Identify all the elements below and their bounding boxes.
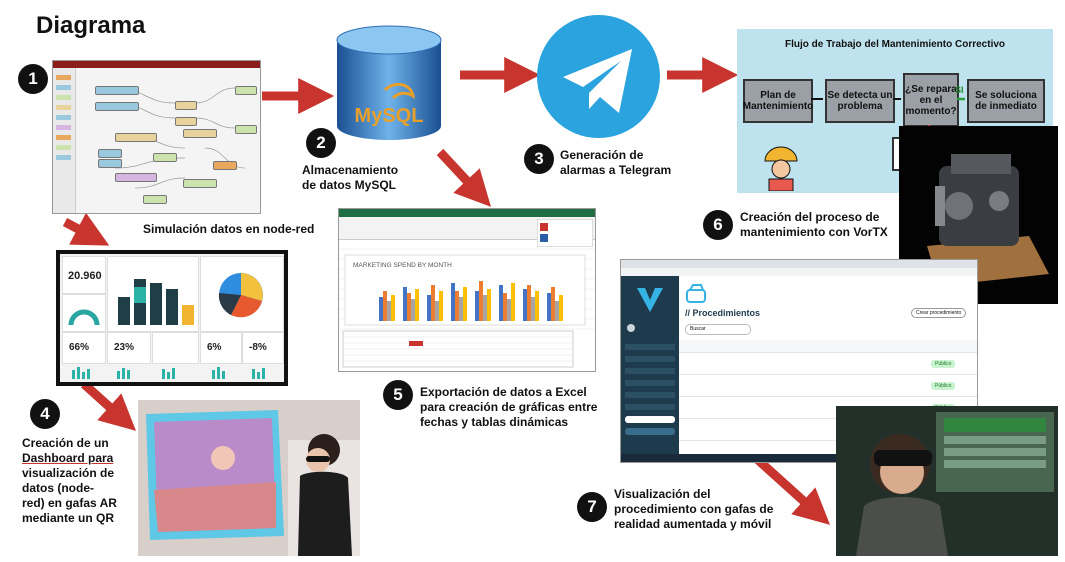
flow-title: Flujo de Trabajo del Mantenimiento Corre… — [784, 39, 1006, 50]
flow-box-solve: Se soluciona de inmediato — [967, 79, 1045, 123]
hololens-photo — [836, 406, 1058, 556]
flow-box-detect: Se detecta un problema — [825, 79, 895, 123]
step-3-marker: 3 — [524, 144, 554, 174]
mysql-logo-text: MySQL — [355, 105, 424, 127]
flow-box-decision: ¿Se repara en el momento? — [903, 73, 959, 127]
ar-headset-photo — [138, 400, 360, 556]
dashboard-screenshot: 20.960 66% 23% 6% -8% — [56, 250, 288, 386]
engine-photo — [899, 126, 1058, 304]
step-5-marker: 5 — [383, 380, 413, 410]
excel-screenshot: MARKETING SPEND BY MONTH — [338, 208, 596, 372]
step-1-caption: Simulación datos en node-red — [143, 222, 315, 236]
vortx-search-input[interactable]: Buscar — [685, 324, 751, 335]
excel-chart-title: MARKETING SPEND BY MONTH — [353, 262, 452, 269]
vortx-screenshot: // Procedimientos Crear procedimiento Bu… — [620, 259, 978, 463]
mysql-database-icon: MySQL — [336, 25, 442, 140]
nodered-screenshot — [52, 60, 261, 214]
flow-yes-label: SI — [955, 85, 964, 95]
create-procedure-button[interactable]: Crear procedimiento — [911, 308, 967, 318]
vortx-heading: // Procedimientos — [685, 308, 761, 318]
telegram-icon — [537, 15, 660, 138]
arrow-mysql-to-excel — [436, 148, 492, 207]
step-4-marker: 4 — [30, 399, 60, 429]
worker-icon — [764, 146, 798, 191]
arrow-dashboard-to-ar — [80, 380, 137, 431]
flow-box-plan: Plan de Mantenimiento — [743, 79, 813, 123]
arrow-nodered-to-dashboard — [62, 212, 110, 246]
step-1-marker: 1 — [18, 64, 48, 94]
step-4-caption: Creación de un Dashboard para visualizac… — [22, 436, 117, 525]
step-6-marker: 6 — [703, 210, 733, 240]
step-7-marker: 7 — [577, 492, 607, 522]
step-2-marker: 2 — [306, 128, 336, 158]
diagram-title: Diagrama — [36, 12, 146, 39]
